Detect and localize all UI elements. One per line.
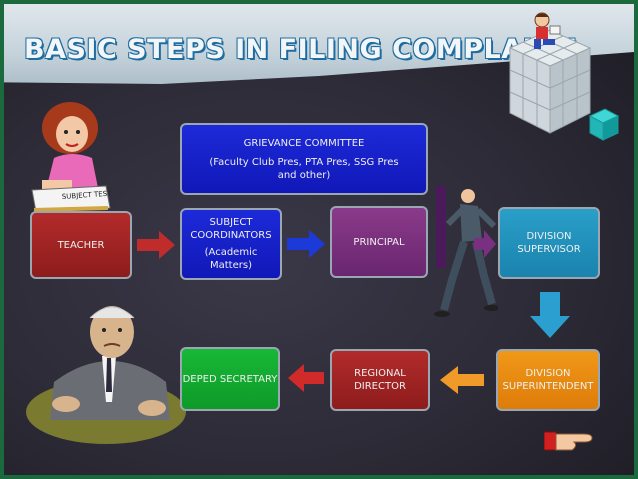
slide-title: BASIC STEPS IN FILING COMPLAINT <box>24 34 576 65</box>
teacher-box: TEACHER <box>30 211 132 279</box>
principal-label: PRINCIPAL <box>353 236 405 248</box>
subject-coordinators-title: SUBJECT COORDINATORS <box>190 217 272 241</box>
pointing-hand-icon[interactable] <box>544 424 596 454</box>
arrow-principal-to-supervisor <box>474 230 496 258</box>
arrow-subject-to-principal <box>287 230 325 258</box>
regional-director-label: REGIONAL DIRECTOR <box>354 368 406 392</box>
grievance-title: GRIEVANCE COMMITTEE <box>243 137 365 149</box>
regional-director-box: REGIONAL DIRECTOR <box>330 349 430 411</box>
deped-secretary-box: DEPED SECRETARY <box>180 347 280 411</box>
arrow-director-to-secretary <box>288 364 324 392</box>
arrow-supervisor-to-superintendent <box>530 292 570 338</box>
running-man-illustration <box>434 186 498 317</box>
old-man-illustration <box>26 306 186 444</box>
teacher-illustration: SUBJECT TEST <box>31 102 113 213</box>
division-superintendent-box: DIVISION SUPERINTENDENT <box>496 349 600 411</box>
paper-text: SUBJECT TEST <box>62 189 113 200</box>
arrow-superintendent-to-director <box>440 366 484 394</box>
subject-coordinators-note: (Academic Matters) <box>204 247 258 271</box>
arrow-teacher-to-subject <box>137 231 175 259</box>
teacher-label: TEACHER <box>57 239 105 251</box>
division-supervisor-box: DIVISION SUPERVISOR <box>498 207 600 279</box>
grievance-members: (Faculty Club Pres, PTA Pres, SSG Pres a… <box>209 156 399 181</box>
cube-illustration <box>508 12 620 141</box>
division-supervisor-label: DIVISION SUPERVISOR <box>517 231 581 255</box>
principal-box: PRINCIPAL <box>330 206 428 278</box>
deped-secretary-label: DEPED SECRETARY <box>182 373 278 385</box>
subject-coordinators-box: SUBJECT COORDINATORS (Academic Matters) <box>180 208 282 280</box>
division-superintendent-label: DIVISION SUPERINTENDENT <box>502 368 594 392</box>
grievance-committee-box: GRIEVANCE COMMITTEE (Faculty Club Pres, … <box>180 123 428 195</box>
